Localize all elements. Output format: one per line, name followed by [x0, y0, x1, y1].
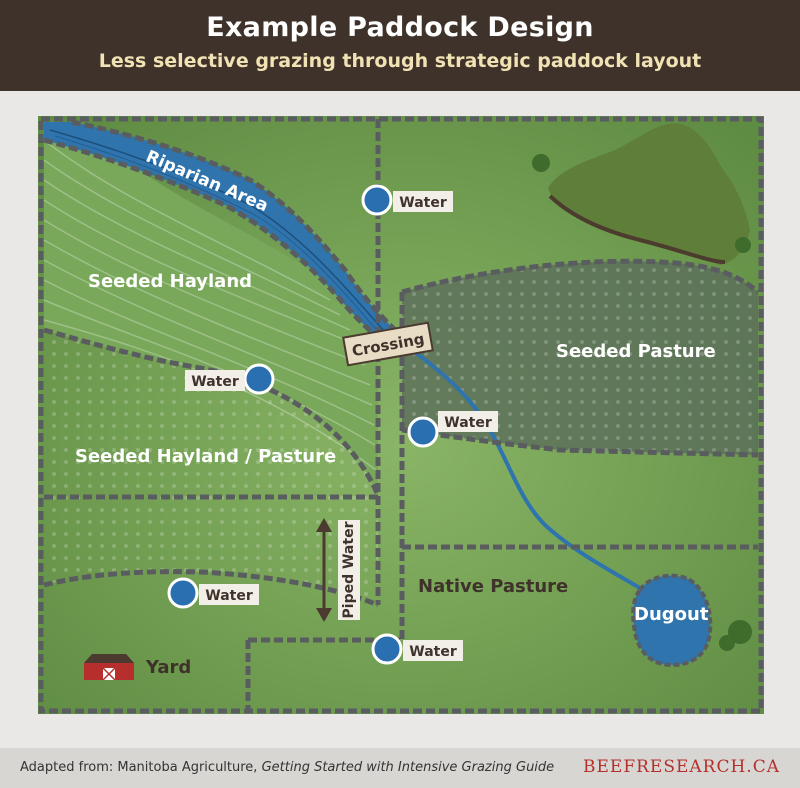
svg-text:Water: Water: [191, 374, 239, 390]
svg-text:Water: Water: [205, 588, 253, 604]
header: Example Paddock Design Less selective gr…: [0, 0, 800, 91]
seeded-pasture-label: Seeded Pasture: [556, 341, 716, 362]
page-subtitle: Less selective grazing through strategic…: [98, 50, 702, 72]
fence-lines: [38, 116, 764, 714]
svg-text:Water: Water: [444, 415, 492, 431]
water-point: Water: [185, 363, 275, 395]
barn-icon: [84, 654, 134, 681]
svg-text:Water: Water: [399, 195, 447, 211]
paddock-map: Piped Water Crossing Riparian Area Seede…: [38, 116, 764, 714]
dugout-label: Dugout: [634, 604, 709, 625]
svg-text:Water: Water: [409, 644, 457, 660]
svg-text:Piped Water: Piped Water: [341, 521, 357, 618]
water-point: Water: [167, 577, 259, 609]
piped-water-label: Piped Water: [338, 520, 360, 620]
seeded-hayland-pasture-label: Seeded Hayland / Pasture: [75, 446, 336, 467]
seeded-hayland-pasture-area: [44, 330, 378, 605]
creek: [403, 343, 641, 590]
tree-bluff: [548, 123, 750, 265]
brand-link[interactable]: BEEFRESEARCH.CA: [583, 757, 780, 777]
tree-icon: [735, 237, 751, 253]
river: [44, 122, 395, 345]
tree-icon: [532, 154, 550, 172]
yard-label: Yard: [145, 657, 191, 678]
native-pasture-label: Native Pasture: [418, 576, 568, 597]
footer: Adapted from: Manitoba Agriculture, Gett…: [0, 748, 800, 788]
dugout: [631, 573, 713, 668]
tree-icon: [728, 620, 752, 644]
piped-water-arrow: [316, 518, 332, 622]
page-title: Example Paddock Design: [206, 12, 594, 43]
credit-prefix: Adapted from: Manitoba Agriculture,: [20, 760, 262, 775]
tree-icon: [719, 635, 735, 651]
source-credit: Adapted from: Manitoba Agriculture, Gett…: [20, 760, 554, 775]
seeded-hayland-label: Seeded Hayland: [88, 271, 252, 292]
credit-source: Getting Started with Intensive Grazing G…: [261, 760, 555, 775]
water-point: Water: [371, 633, 463, 665]
water-point: Water: [407, 411, 498, 448]
water-point: Water: [361, 184, 453, 216]
